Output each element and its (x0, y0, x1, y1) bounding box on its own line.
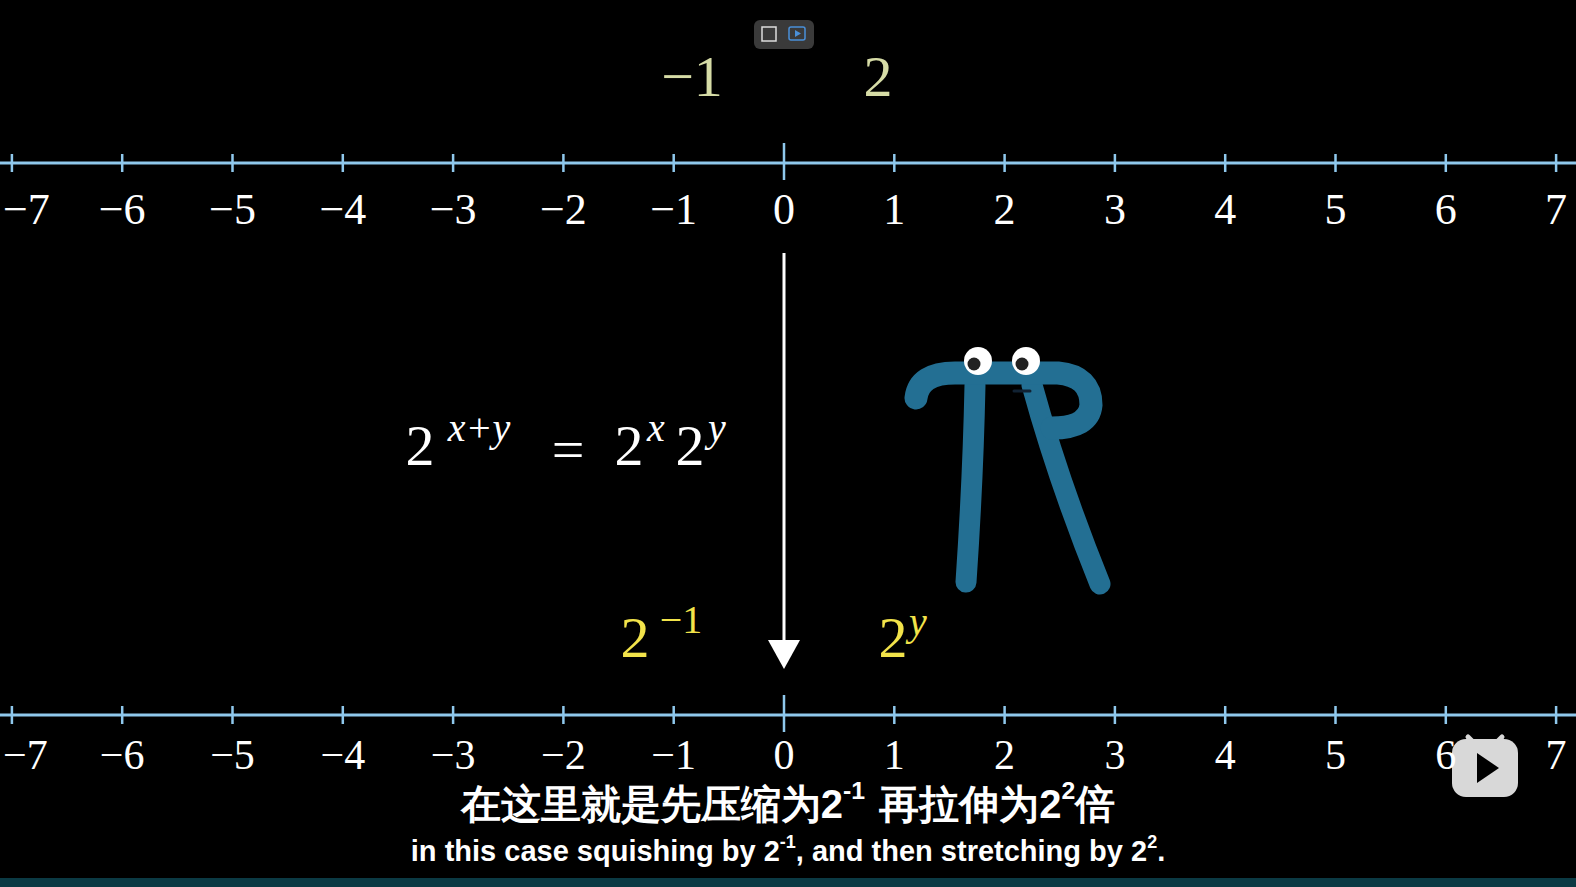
axis-tick (1114, 706, 1117, 724)
tick-label: −1 (651, 734, 696, 776)
tick-label: −2 (540, 188, 587, 232)
tick-label: −2 (541, 734, 586, 776)
top-value: −1 (661, 48, 723, 106)
axis-tick (342, 154, 345, 172)
formula-base: 2 (676, 417, 705, 475)
progress-strip (0, 878, 1576, 887)
tick-label: −1 (650, 188, 697, 232)
axis-line (0, 714, 1576, 717)
axis-tick (1445, 706, 1448, 724)
factor-base: 2 (879, 609, 908, 667)
tick-label: 6 (1435, 188, 1457, 232)
tick-label: 3 (1104, 188, 1126, 232)
axis-tick (1224, 154, 1227, 172)
axis-line (0, 162, 1576, 165)
axis-tick (1334, 706, 1337, 724)
tick-label: −6 (99, 188, 146, 232)
formula-exponent: y (708, 408, 726, 448)
tick-label: −3 (430, 188, 477, 232)
axis-tick (1445, 154, 1448, 172)
tick-label: −3 (431, 734, 476, 776)
axis-tick (893, 154, 896, 172)
tick-label: 1 (883, 188, 905, 232)
subtitle-text: 再拉伸为2 (879, 777, 1061, 832)
tick-label: 5 (1325, 734, 1346, 776)
axis-tick (11, 706, 14, 724)
axis-tick (562, 706, 565, 724)
tick-label: −5 (209, 188, 256, 232)
tick-label: 3 (1104, 734, 1125, 776)
tick-label: 7 (1545, 188, 1567, 232)
subtitle-text: . (1157, 835, 1165, 868)
axis-tick (1003, 706, 1006, 724)
axis-tick (452, 706, 455, 724)
down-arrow (768, 253, 800, 669)
axis-tick (1224, 706, 1227, 724)
tick-label: −7 (3, 734, 48, 776)
axis-tick (893, 706, 896, 724)
tick-label: −6 (100, 734, 145, 776)
pi-creature (916, 347, 1100, 584)
tick-label: 5 (1325, 188, 1347, 232)
tick-label: 0 (774, 734, 795, 776)
tick-label: −4 (319, 188, 366, 232)
subtitle-exponent: -1 (843, 777, 865, 805)
axis-tick (342, 706, 345, 724)
tick-label: 6 (1435, 734, 1456, 776)
subtitle-text: in this case squishing by 2 (411, 835, 780, 868)
tick-label: 1 (884, 734, 905, 776)
factor-base: 2 (621, 609, 650, 667)
tick-label: 4 (1215, 734, 1236, 776)
formula-base: 2 (615, 417, 644, 475)
tick-label: 0 (773, 188, 795, 232)
axis-tick (672, 154, 675, 172)
subtitle-text: 倍 (1075, 777, 1115, 832)
tick-label: 2 (994, 188, 1016, 232)
tick-label: −4 (320, 734, 365, 776)
tick-label: 2 (994, 734, 1015, 776)
axis-tick (783, 143, 786, 180)
formula-base: 2 (406, 417, 435, 475)
axis-tick (1555, 154, 1558, 172)
tick-label: 7 (1546, 734, 1567, 776)
axis-tick (231, 154, 234, 172)
subtitle-line: in this case squishing by 2-1, and then … (0, 832, 1576, 868)
axis-tick (121, 154, 124, 172)
subtitle-text: 在这里就是先压缩为2 (461, 777, 843, 832)
subtitle-exponent: 2 (1061, 777, 1075, 805)
subtitle-exponent: 2 (1147, 832, 1157, 853)
axis-tick (231, 706, 234, 724)
subtitle-text: , and then stretching by 2 (796, 835, 1147, 868)
axis-tick (1555, 706, 1558, 724)
formula-equals: = (552, 421, 585, 479)
formula-exponent: x (647, 408, 665, 448)
tick-label: −5 (210, 734, 255, 776)
axis-tick (562, 154, 565, 172)
site-logo (1452, 737, 1518, 797)
axis-tick (11, 154, 14, 172)
axis-tick (452, 154, 455, 172)
axis-tick (121, 706, 124, 724)
number-lines (0, 143, 1576, 732)
player-icon (754, 20, 814, 49)
axis-tick (1334, 154, 1337, 172)
tick-label: −7 (3, 188, 50, 232)
axis-tick (1003, 154, 1006, 172)
subtitle-exponent: -1 (780, 832, 796, 853)
formula-exponent: x+y (448, 408, 511, 448)
top-value: 2 (864, 48, 893, 106)
factor-exponent: y (909, 602, 927, 642)
subtitle-line: 在这里就是先压缩为2-1 再拉伸为22倍 (0, 777, 1576, 832)
axis-tick (1114, 154, 1117, 172)
factor-exponent: −1 (660, 600, 703, 640)
axis-tick (672, 706, 675, 724)
tick-label: 4 (1214, 188, 1236, 232)
axis-tick (783, 695, 786, 732)
